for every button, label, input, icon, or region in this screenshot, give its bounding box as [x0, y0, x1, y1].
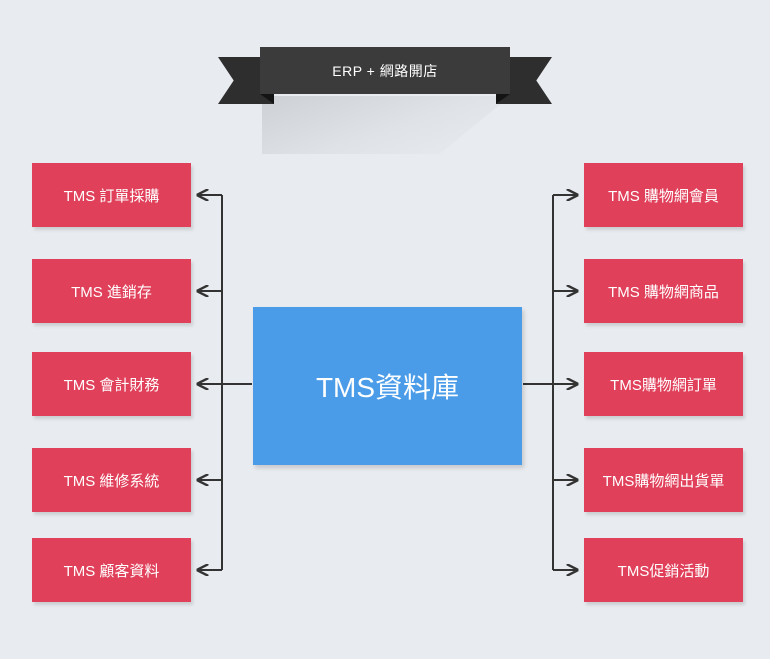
left-box-label: TMS 訂單採購	[63, 187, 160, 205]
right-box-label: TMS購物網出貨單	[602, 472, 725, 490]
left-box-inventory: TMS 進銷存	[32, 259, 191, 323]
right-box-shop-product: TMS 購物網商品	[584, 259, 743, 323]
left-box-repair: TMS 維修系統	[32, 448, 191, 512]
left-box-label: TMS 維修系統	[63, 472, 160, 490]
right-box-label: TMS 購物網會員	[608, 187, 719, 205]
right-box-label: TMS促銷活動	[617, 562, 710, 580]
center-database-label: TMS資料庫	[315, 372, 460, 403]
right-box-label: TMS購物網訂單	[610, 376, 717, 394]
right-box-shop-member: TMS 購物網會員	[584, 163, 743, 227]
ribbon-fold-right	[496, 94, 510, 104]
right-box-promotion: TMS促銷活動	[584, 538, 743, 602]
right-box-shop-order: TMS購物網訂單	[584, 352, 743, 416]
right-box-shop-shipment: TMS購物網出貨單	[584, 448, 743, 512]
left-box-label: TMS 會計財務	[63, 376, 160, 394]
ribbon-fold-left	[260, 94, 274, 104]
left-box-order-purchase: TMS 訂單採購	[32, 163, 191, 227]
left-box-label: TMS 進銷存	[71, 283, 152, 301]
center-database-box: TMS資料庫	[253, 307, 522, 465]
left-box-label: TMS 顧客資料	[63, 562, 160, 580]
title-banner: ERP + 網路開店	[260, 47, 510, 94]
right-box-label: TMS 購物網商品	[608, 283, 719, 301]
left-box-customer: TMS 顧客資料	[32, 538, 191, 602]
left-box-accounting: TMS 會計財務	[32, 352, 191, 416]
title-banner-label: ERP + 網路開店	[332, 62, 438, 79]
